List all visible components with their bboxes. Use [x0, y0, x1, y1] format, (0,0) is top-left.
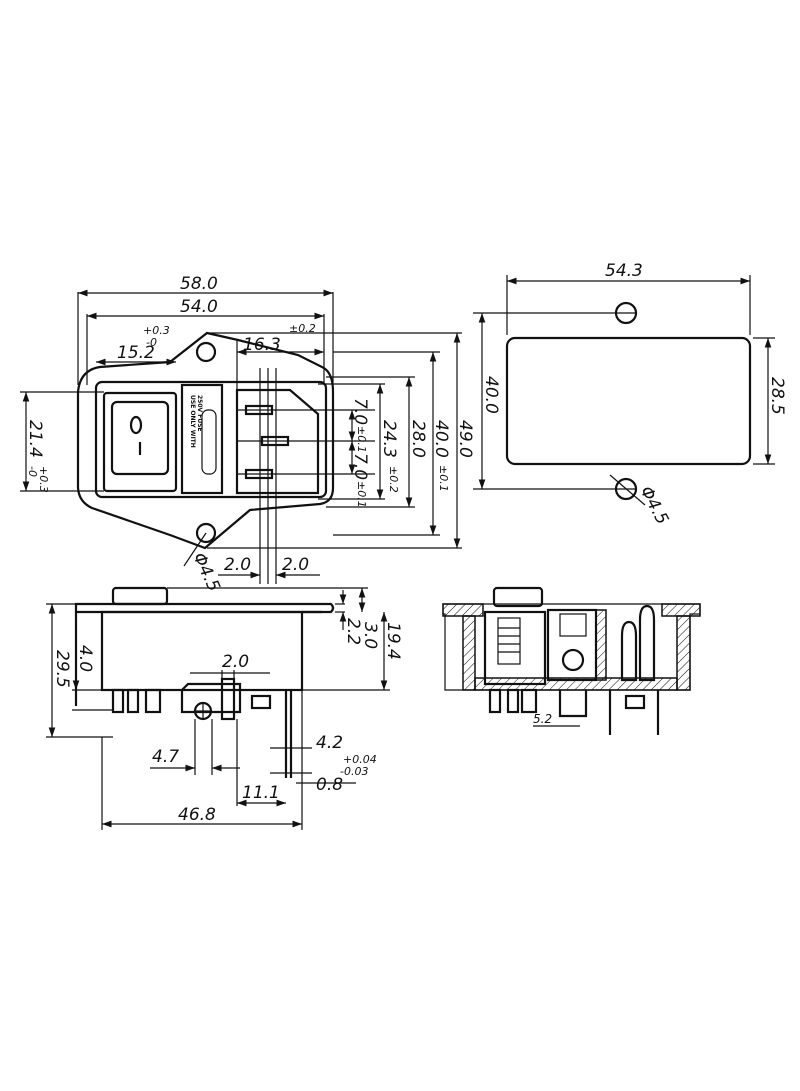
side-view: 29.5 4.0 2.0 2.2 3.0 19.4 4.7 4.2 +0.0 [46, 586, 403, 830]
dim-cutout-height-outer: 40.0 [481, 376, 501, 414]
front-body [94, 380, 328, 499]
dim-cutout-height: 24.3 [379, 420, 399, 458]
dim-body-height: 28.0 [408, 420, 428, 458]
dim-body-width: 46.8 [178, 805, 216, 825]
front-flange-outline [76, 331, 335, 550]
side-terminals [111, 677, 293, 778]
switch-cap [111, 586, 169, 606]
fuse-label-line1: USE ONLY WITH [189, 395, 196, 448]
tol-cutout-height: ±0.2 [387, 466, 400, 493]
dim-overall-width: 58.0 [180, 274, 218, 294]
dim-pin-pitch-2: 7.0 [350, 453, 370, 480]
dim-inlet-offset: 16.3 [243, 335, 281, 355]
tol-height-left-minus: -0 [26, 466, 39, 477]
rocker-switch [102, 391, 178, 493]
dim-pin-gap-right: 2.0 [282, 555, 309, 575]
dim-terminal-width: 4.2 [316, 733, 343, 753]
dim-height-left: 21.4 [25, 420, 45, 458]
dim-flange-height: 40.0 [431, 420, 451, 458]
tol-pin-pitch-2: ±0.1 [355, 481, 368, 508]
dim-flange-offset: 4.0 [75, 645, 95, 672]
side-body [100, 610, 304, 692]
tol-height-left-plus: +0.3 [37, 466, 50, 493]
dim-flange-thickness: 2.2 [343, 618, 363, 645]
cutout-window [505, 336, 752, 466]
fuse-holder: USE ONLY WITH 250V FUSE [180, 383, 224, 495]
dim-flange-width: 54.0 [180, 297, 218, 317]
mount-hole-bottom [195, 522, 217, 544]
dim-depth-total: 29.5 [52, 650, 72, 688]
dim-body-depth: 19.4 [383, 622, 403, 660]
dim-cutout-width: 54.3 [605, 261, 643, 281]
dim-cutout-window-height: 28.5 [767, 377, 787, 415]
mount-hole-top [195, 341, 217, 363]
dim-switch-offset: 15.2 [117, 343, 155, 363]
fuse-label-line2: 250V FUSE [196, 395, 203, 432]
tol-switch-offset-plus: +0.3 [143, 324, 170, 337]
side-flange [74, 602, 335, 614]
dim-switch-protrusion: 3.0 [360, 622, 380, 649]
dim-overall-height: 49.0 [455, 420, 475, 458]
tol-terminal-thickness-minus: -0.03 [340, 765, 368, 778]
dim-terminal-thickness: 0.8 [316, 775, 343, 795]
dim-pin-gap-left: 2.0 [224, 555, 251, 575]
dim-pin-width: 2.0 [222, 652, 249, 672]
dim-pin-pitch-1: 7.0 [350, 398, 370, 425]
dim-hole-dia-cutout: Φ4.5 [636, 483, 673, 528]
tol-flange-height: ±0.1 [437, 465, 450, 492]
dim-pin-spacing: 4.7 [152, 747, 179, 767]
tol-terminal-thickness-plus: +0.04 [343, 753, 377, 766]
tol-pin-pitch-1: ±0.1 [355, 426, 368, 453]
front-view: USE ONLY WITH 250V FUSE 58.0 54.0 15.2 +… [20, 274, 475, 595]
dim-terminal-offset: 11.1 [242, 783, 280, 803]
tol-switch-offset-minus: -0 [146, 336, 157, 349]
panel-cutout-view: 54.3 40.0 28.5 Φ4.5 [473, 261, 787, 528]
tol-inlet-offset: ±0.2 [289, 322, 316, 335]
section-view: 5.2 [442, 586, 701, 735]
dim-section: 5.2 [533, 712, 552, 726]
